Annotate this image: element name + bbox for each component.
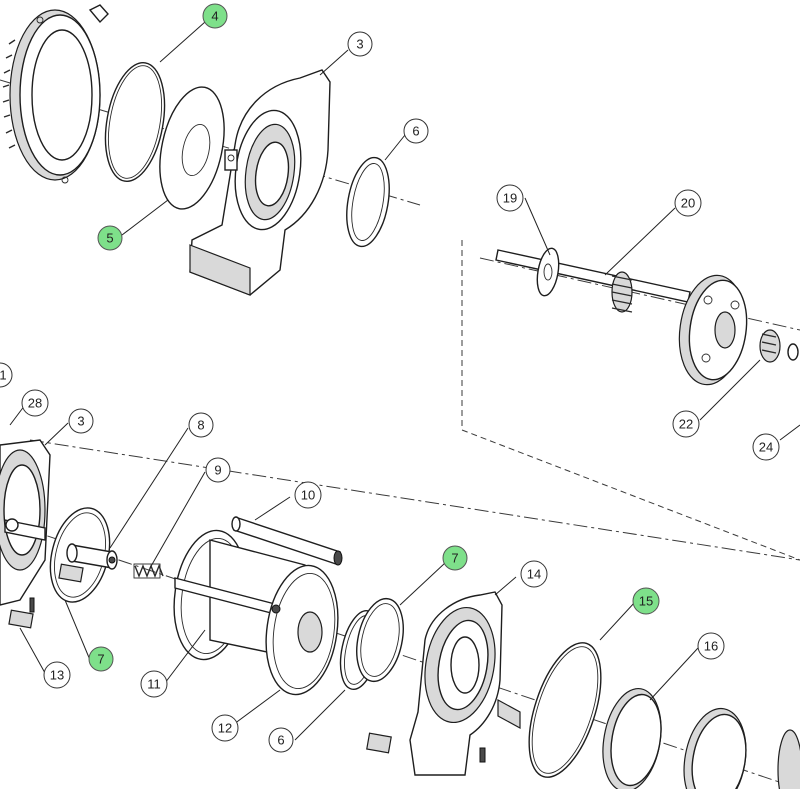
lower-axis-line-2 (0, 519, 800, 789)
spring (133, 563, 164, 579)
callout-5: 5 (97, 225, 123, 251)
callout-10: 10 (294, 481, 322, 509)
callout-14: 14 (520, 560, 548, 588)
winch-drum (173, 529, 339, 696)
block-piece-a (58, 563, 84, 583)
gasket (528, 642, 602, 778)
block-piece-b (8, 609, 34, 629)
shaft-axis-line (479, 257, 800, 331)
callout-label: 3 (356, 37, 363, 52)
pin-a (29, 597, 35, 613)
callout-label: 14 (527, 567, 541, 582)
bushing (66, 543, 118, 570)
callout-label: 4 (211, 9, 218, 24)
end-housing-lower-left (0, 439, 51, 606)
o-ring-upper (104, 62, 166, 182)
callout-22: 22 (672, 410, 700, 438)
callout-label: 15 (639, 594, 653, 609)
snap-ring-upper (346, 156, 390, 248)
callout-4: 4 (202, 3, 228, 29)
callout-label: 7 (97, 652, 104, 667)
callout-label: 6 (277, 733, 284, 748)
callout-12: 12 (211, 714, 239, 742)
thrust-washer (159, 86, 225, 210)
callout-15: 15 (632, 587, 660, 615)
shaft-assembly (495, 247, 799, 386)
callout-1: 1 (0, 362, 13, 388)
callout-label: 16 (704, 639, 718, 654)
callout-3-lower: 3 (68, 408, 94, 434)
callout-19: 19 (496, 184, 524, 212)
callout-3-upper: 3 (347, 31, 373, 57)
callout-label: 1 (0, 368, 7, 383)
callout-label: 3 (77, 414, 84, 429)
callout-label: 5 (106, 231, 113, 246)
callout-label: 11 (147, 677, 161, 692)
callout-20: 20 (674, 189, 702, 217)
callout-label: 28 (28, 396, 42, 411)
planetary-gear-set (602, 687, 800, 789)
leader-lines (9, 21, 800, 741)
callout-16: 16 (697, 632, 725, 660)
callout-28: 28 (21, 389, 49, 417)
lower-axis-line (29, 439, 800, 561)
callout-8: 8 (188, 412, 214, 438)
callout-7-center: 7 (442, 545, 468, 571)
subassembly-boundary (461, 240, 800, 561)
callout-6-lower: 6 (268, 727, 294, 753)
callout-label: 12 (218, 721, 232, 736)
callout-13: 13 (43, 661, 71, 689)
geared-end-housing-top (2, 4, 109, 184)
callout-label: 8 (197, 418, 204, 433)
callout-label: 9 (214, 463, 221, 478)
callout-7-left: 7 (88, 646, 114, 672)
callout-label: 13 (50, 668, 64, 683)
callout-label: 10 (301, 488, 315, 503)
block-piece-c (366, 732, 392, 754)
callout-11: 11 (140, 670, 168, 698)
callout-label: 20 (681, 196, 695, 211)
callout-24: 24 (752, 433, 780, 461)
rod (231, 516, 343, 566)
callout-label: 6 (412, 124, 419, 139)
callout-label: 24 (759, 440, 773, 455)
callout-label: 22 (679, 417, 693, 432)
callout-9: 9 (205, 457, 231, 483)
callout-label: 7 (451, 551, 458, 566)
o-ring-center (356, 597, 404, 683)
geared-end-housing-lower (409, 591, 521, 776)
end-housing-upper (189, 69, 331, 296)
callout-label: 19 (503, 191, 517, 206)
callout-6-upper: 6 (403, 118, 429, 144)
